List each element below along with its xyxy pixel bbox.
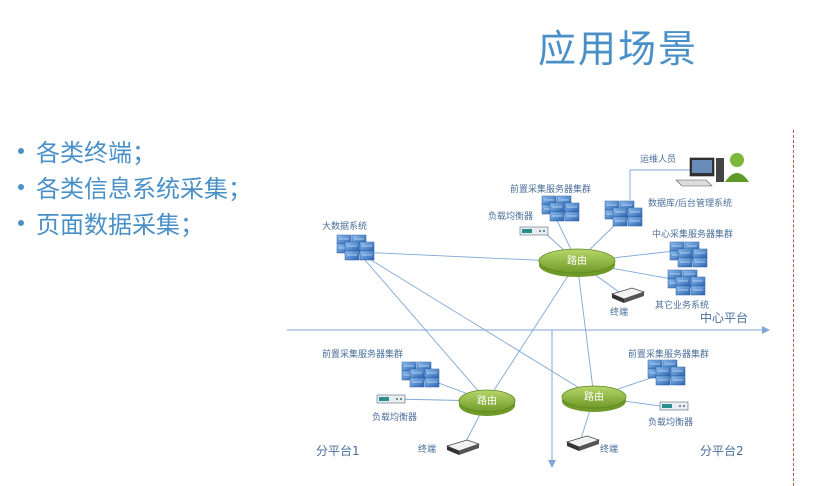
front-cluster-top-icon [542,196,579,221]
ops-workstation-icon [675,157,724,187]
label-terminal-center: 终端 [610,306,628,318]
label-front-cluster-top: 前置采集服务器集群 [510,183,591,195]
terminal-left-icon [446,439,480,456]
front-cluster-right-icon [648,360,685,385]
bullet-text: 页面数据采集； [36,211,204,239]
router-right: 路由 [561,385,627,412]
bullet-item: 各类终端； [18,135,252,171]
center-cluster-icon [670,242,707,267]
label-sub-platform-1: 分平台1 [316,443,360,458]
db-backend-icon [605,201,642,226]
front-cluster-left-icon [402,362,439,387]
bullet-text: 各类信息系统采集； [36,175,252,203]
label-sub-platform-2: 分平台2 [700,443,744,458]
router-left-label: 路由 [477,394,497,407]
bigdata-cluster-icon [337,235,374,260]
label-terminal-left: 终端 [418,443,436,455]
router-center: 路由 [538,248,616,277]
label-load-balancer-top: 负载均衡器 [488,210,533,222]
right-divider-line [793,130,794,486]
router-left: 路由 [458,389,516,416]
bullet-text: 各类终端； [36,139,156,167]
label-bigdata: 大数据系统 [322,220,367,232]
bullet-list: 各类终端； 各类信息系统采集； 页面数据采集； [18,135,252,243]
load-balancer-left-icon [376,394,406,404]
label-front-cluster-left: 前置采集服务器集群 [322,348,403,360]
bullet-dot-icon [18,184,24,190]
label-db-backend: 数据库/后台管理系统 [648,197,732,209]
label-front-cluster-right: 前置采集服务器集群 [628,348,709,360]
other-systems-icon [668,270,705,295]
center-platform-axis [287,326,770,334]
person-icon [725,153,749,182]
router-right-label: 路由 [584,390,604,403]
label-terminal-right: 终端 [600,443,618,455]
label-ops-staff: 运维人员 [640,153,676,165]
sub-platform-axis [548,330,556,468]
terminal-right-icon [566,435,600,452]
label-load-balancer-left: 负载均衡器 [372,411,417,423]
load-balancer-top-icon [519,226,549,236]
label-center-platform: 中心平台 [700,310,748,325]
label-center-cluster: 中心采集服务器集群 [652,228,733,240]
bullet-dot-icon [18,220,24,226]
bullet-dot-icon [18,148,24,154]
label-load-balancer-right: 负载均衡器 [648,416,693,428]
label-other-systems: 其它业务系统 [655,299,709,311]
bullet-item: 各类信息系统采集； [18,171,252,207]
router-center-label: 路由 [567,254,587,267]
slide-title: 应用场景 [538,27,699,71]
bullet-item: 页面数据采集； [18,207,252,243]
load-balancer-right-icon [659,401,689,411]
